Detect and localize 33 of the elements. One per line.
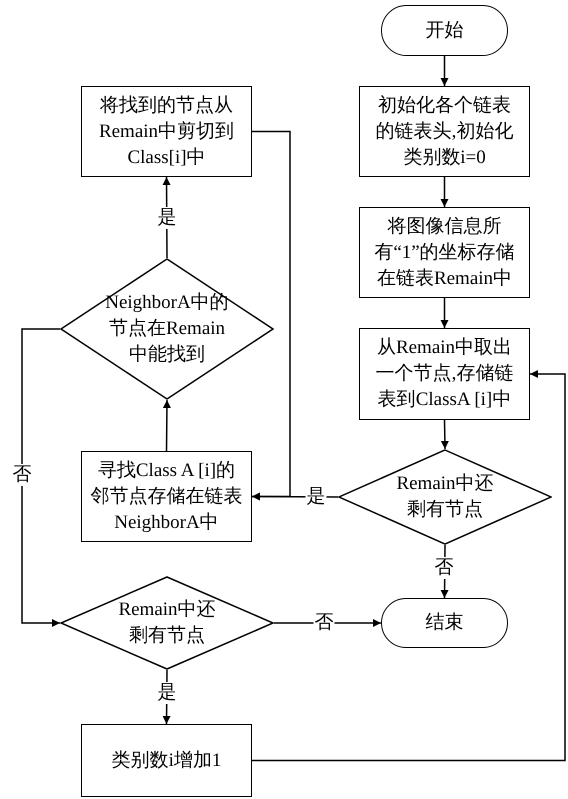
process-box [359, 207, 530, 298]
terminal-box [381, 598, 508, 648]
process-box [81, 724, 252, 797]
node-text: Remain中还剩有节点 [395, 472, 495, 522]
node-text: 将图像信息所有“1”的坐标存储在链表Remain中 [373, 214, 516, 290]
arrow [21, 328, 60, 627]
arrow [440, 177, 448, 207]
process-box [359, 328, 530, 420]
process-box [81, 86, 252, 177]
terminal-box [381, 5, 508, 56]
arrow [252, 370, 566, 762]
edge-label: 否 [12, 464, 32, 486]
arrow [162, 400, 171, 451]
edge-label: 是 [156, 207, 178, 229]
edge-label: 是 [156, 682, 178, 704]
node-text: 将找到的节点从Remain中剪切到Class[i]中 [98, 94, 236, 170]
node-text: 初始化各个链表的链表头,初始化类别数i=0 [374, 94, 514, 170]
edge-label: 是 [306, 486, 326, 508]
edge-label: 否 [434, 557, 454, 579]
process-box [359, 86, 530, 177]
node-text: 类别数i增加1 [110, 748, 222, 772]
node-text: Remain中还剩有节点 [117, 598, 217, 648]
node-text: 从Remain中取出一个节点,存储链表到ClassA [i]中 [374, 336, 514, 412]
node-text: NeighborA中的节点在Remain中能找到 [104, 291, 230, 367]
arrow [440, 298, 448, 328]
process-box [81, 451, 252, 542]
arrow [440, 420, 449, 450]
arrow [252, 130, 291, 500]
node-text: 寻找Class A [i]的邻节点存储在链表NeighborA中 [90, 458, 242, 534]
arrow [440, 56, 448, 86]
arrow [274, 619, 381, 627]
node-text: 结束 [424, 611, 464, 635]
node-text: 开始 [424, 18, 464, 42]
